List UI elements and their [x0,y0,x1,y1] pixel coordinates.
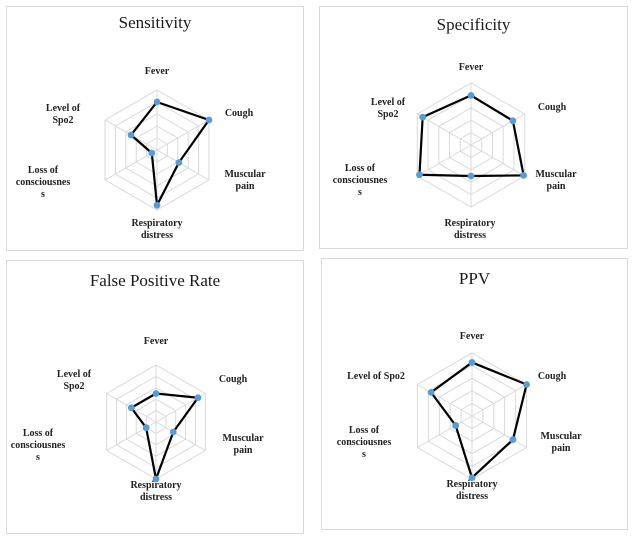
axis-label: Cough [218,374,248,385]
axis-label: Level of Spo2 [370,97,406,120]
axis-label: Fever [143,336,169,347]
data-point-marker [152,475,160,483]
data-point-marker [416,171,423,179]
data-point-marker [148,149,156,157]
data-point-marker [520,171,528,179]
radar-plot [106,364,206,483]
axis-label: Muscular pain [222,433,264,456]
axis-label: Muscular pain [224,169,266,192]
grid-spoke [417,113,472,146]
axis-label: Cough [537,102,567,113]
chart-title: Specificity [436,15,511,34]
axis-label: Respiratory distress [446,479,498,502]
axis-label: Muscular pain [535,169,577,192]
grid-spoke [471,415,527,448]
axis-label: Cough [537,371,567,382]
data-point-marker [205,116,213,124]
data-point-marker [127,404,135,412]
data-point-marker [468,474,476,482]
axis-label: Respiratory distress [131,218,183,241]
axis-label: Loss of consciousnes s [336,425,392,460]
data-point-marker [419,113,427,121]
data-point-marker [194,394,202,402]
data-point-marker [467,172,475,180]
chart-title: False Positive Rate [89,271,221,290]
chart-title: PPV [458,269,491,288]
grid-spoke [156,119,210,151]
data-point-marker [152,390,160,397]
grid-spoke [156,149,210,181]
axis-label: Respiratory distress [130,480,182,503]
grid-spoke [470,144,525,177]
axis-label: Loss of consciousnes s [332,163,388,198]
data-point-marker [509,436,517,444]
axis-label: Loss of consciousnes s [15,165,71,200]
grid-spoke [155,421,206,451]
radar-plot [104,89,213,211]
axis-label: Level of Spo2 [45,103,81,126]
data-point-marker [509,117,517,125]
data-point-marker [142,424,150,432]
grid-spoke [417,415,473,448]
axis-label: Fever [144,66,170,77]
data-point-marker [175,159,183,167]
radar-plot [416,352,530,482]
chart-title: Sensitivity [118,13,192,32]
axis-label: Respiratory distress [444,218,496,241]
data-point-marker [127,131,135,139]
grid-spoke [417,384,473,417]
axis-label: Muscular pain [540,431,582,454]
axis-label: Level of Spo2 [347,371,405,382]
axis-label: Level of Spo2 [56,369,92,392]
data-point-marker [468,359,476,366]
data-point-marker [169,428,177,436]
axis-label: Loss of consciousnes s [10,428,66,463]
data-point-marker [427,388,435,396]
data-point-marker [153,98,161,106]
axis-label: Fever [459,331,485,342]
data-point-marker [523,381,530,388]
grid-spoke [104,149,158,181]
data-point-marker [467,92,475,99]
data-point-marker [153,201,161,209]
grid-spoke [417,144,472,177]
grid-spoke [471,384,527,417]
radar-plot [416,82,528,208]
data-point-marker [452,422,460,429]
axis-label: Cough [224,108,254,119]
axis-label: Fever [458,62,484,73]
